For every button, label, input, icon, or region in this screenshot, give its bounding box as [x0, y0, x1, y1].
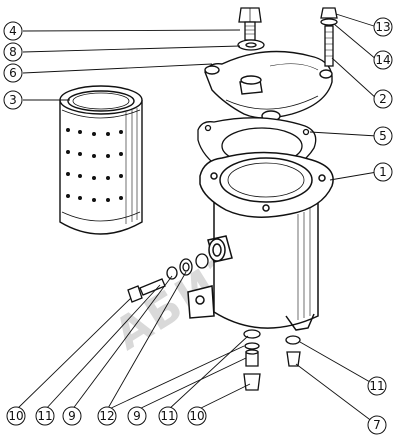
callout-circle	[62, 406, 82, 426]
callout-circle	[3, 63, 23, 83]
callout-number: 14	[375, 53, 390, 67]
callout-c7: 7	[367, 415, 387, 435]
callout-c3: 3	[3, 90, 23, 110]
callout-number: 5	[379, 129, 387, 143]
callout-circle	[367, 376, 387, 396]
callout-c9-left: 9	[62, 406, 82, 426]
callout-number: 13	[375, 20, 390, 34]
callout-c1: 1	[373, 162, 393, 182]
callout-circle	[97, 406, 117, 426]
callout-number: 11	[37, 409, 52, 423]
callout-circle	[6, 406, 26, 426]
filter-cover	[204, 50, 333, 122]
callout-circle	[373, 126, 393, 146]
callout-number: 6	[9, 66, 17, 80]
callout-circle	[158, 406, 178, 426]
callout-c13: 13	[373, 17, 393, 37]
callout-circle	[373, 50, 393, 70]
filter-housing	[187, 151, 334, 331]
callout-number: 4	[9, 24, 17, 38]
callout-c6: 6	[3, 63, 23, 83]
callout-number: 7	[373, 418, 381, 432]
callout-c9-mid: 9	[127, 406, 147, 426]
callout-c2: 2	[373, 89, 393, 109]
inlet-fitting-parts	[127, 253, 209, 303]
callout-circle	[35, 406, 55, 426]
callout-circle	[373, 17, 393, 37]
callout-c12: 12	[97, 406, 117, 426]
callout-c11-mid: 11	[158, 406, 178, 426]
callout-circle	[373, 162, 393, 182]
bolt-washer	[237, 39, 265, 51]
callout-number: 9	[133, 409, 141, 423]
callout-c5: 5	[373, 126, 393, 146]
callout-c4-top: 4	[3, 21, 23, 41]
callout-number: 3	[9, 93, 17, 107]
top-bolt	[238, 7, 262, 41]
callout-number: 1	[379, 165, 387, 179]
callout-circle	[127, 406, 147, 426]
callout-number: 9	[68, 409, 76, 423]
callout-c10-left: 10	[6, 406, 26, 426]
callout-c8: 8	[3, 42, 23, 62]
callout-circle	[3, 42, 23, 62]
callout-c14: 14	[373, 50, 393, 70]
callout-number: 2	[379, 92, 387, 106]
callout-number: 11	[160, 409, 175, 423]
cover-stud	[320, 7, 338, 67]
callout-number: 8	[9, 45, 17, 59]
callout-number: 10	[189, 409, 204, 423]
callout-circle	[3, 21, 23, 41]
callout-circle	[3, 90, 23, 110]
callout-c11-right: 11	[367, 376, 387, 396]
callout-number: 10	[8, 409, 23, 423]
filter-element	[59, 85, 143, 235]
callout-circle	[373, 89, 393, 109]
callout-number: 11	[369, 379, 384, 393]
callout-circle	[367, 415, 387, 435]
callout-number: 12	[99, 409, 114, 423]
leader-lines	[15, 13, 378, 426]
callout-c11-left: 11	[35, 406, 55, 426]
drain-plug-parts	[243, 329, 301, 391]
callout-c10-mid: 10	[187, 406, 207, 426]
callout-circle	[187, 406, 207, 426]
